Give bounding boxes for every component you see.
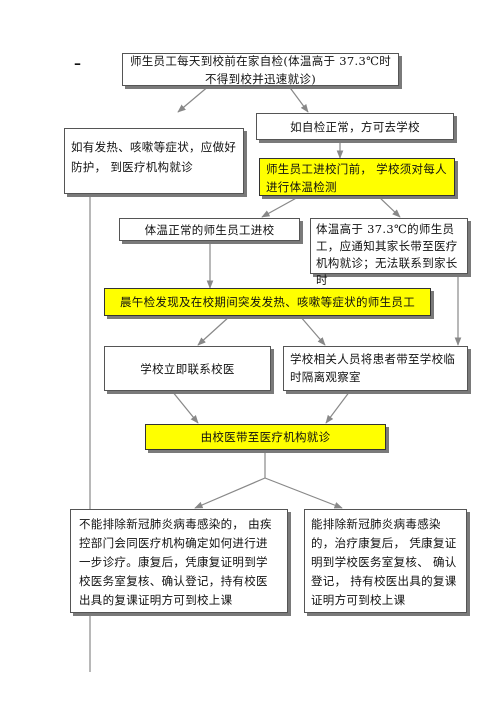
symptoms-box: 如有发热、咳嗽等症状，应做好防护， 到医疗机构就诊 xyxy=(64,128,244,194)
gate-check-text: 师生员工进校门前， 学校须对每人进行体温检测 xyxy=(266,162,447,194)
arrow-hospital-to-can xyxy=(264,477,343,509)
gate-check-box: 师生员工进校门前， 学校须对每人进行体温检测 xyxy=(259,158,455,196)
doctor-to-hospital-box: 由校医带至医疗机构就诊 xyxy=(145,424,386,450)
arrow-hospital-to-cannot xyxy=(194,477,266,509)
doctor-to-hospital-text: 由校医带至医疗机构就诊 xyxy=(200,430,331,444)
dash-mark: – xyxy=(74,56,81,72)
isolation-text: 学校相关人员将患者带至学校临时隔离观察室 xyxy=(290,352,456,384)
temp-high-box: 体温高于 37.3℃的师生员工，应通知其家长带至医疗机构就诊；无法联系到家长时 xyxy=(310,218,468,287)
cannot-exclude-box: 不能排除新冠肺炎病毒感染的， 由疾控部门会同医疗机构确定如何进行进一步诊疗。康复… xyxy=(70,509,288,613)
temp-high-text: 体温高于 37.3℃的师生员工，应通知其家长带至医疗机构就诊；无法联系到家长时 xyxy=(316,222,458,287)
daily-check-text: 师生员工每天到校前在家自检(体温高于 37.3℃时不得到校并迅速就诊) xyxy=(129,53,392,86)
morning-check-box: 晨午检发现及在校期间突发发热、咳嗽等症状的师生员工 xyxy=(104,288,431,316)
isolation-box: 学校相关人员将患者带至学校临时隔离观察室 xyxy=(283,346,468,391)
arrow-gate-to-normal xyxy=(261,195,301,218)
daily-check-box: 师生员工每天到校前在家自检(体温高于 37.3℃时不得到校并迅速就诊) xyxy=(122,53,399,86)
contact-doctor-text: 学校立即联系校医 xyxy=(140,361,235,376)
morning-check-text: 晨午检发现及在校期间突发发热、咳嗽等症状的师生员工 xyxy=(120,295,415,309)
arrow-morning-to-doctor xyxy=(197,315,231,346)
arrow-morning-to-isolation xyxy=(299,315,326,346)
arrow-doctor-to-hospital xyxy=(171,390,199,424)
arrow-daily-to-selfok xyxy=(287,84,309,113)
can-exclude-text: 能排除新冠肺炎病毒感染的，治疗康复后， 凭康复证明到学校医务室复核、 确认登记，… xyxy=(311,517,457,607)
self-check-ok-box: 如自检正常，方可去学校 xyxy=(256,113,454,140)
can-exclude-box: 能排除新冠肺炎病毒感染的，治疗康复后， 凭康复证明到学校医务室复核、 确认登记，… xyxy=(304,509,467,613)
arrow-daily-to-symptoms xyxy=(177,84,211,113)
arrow-isolation-to-hospital xyxy=(325,390,351,424)
arrow-gate-to-high xyxy=(377,195,401,218)
temp-normal-box: 体温正常的师生员工进校 xyxy=(119,218,300,241)
symptoms-text: 如有发热、咳嗽等症状，应做好防护， 到医疗机构就诊 xyxy=(71,140,237,174)
contact-doctor-box: 学校立即联系校医 xyxy=(104,346,271,391)
temp-normal-text: 体温正常的师生员工进校 xyxy=(144,222,275,237)
cannot-exclude-text: 不能排除新冠肺炎病毒感染的， 由疾控部门会同医疗机构确定如何进行进一步诊疗。康复… xyxy=(79,517,272,607)
self-check-ok-text: 如自检正常，方可去学校 xyxy=(290,119,420,134)
